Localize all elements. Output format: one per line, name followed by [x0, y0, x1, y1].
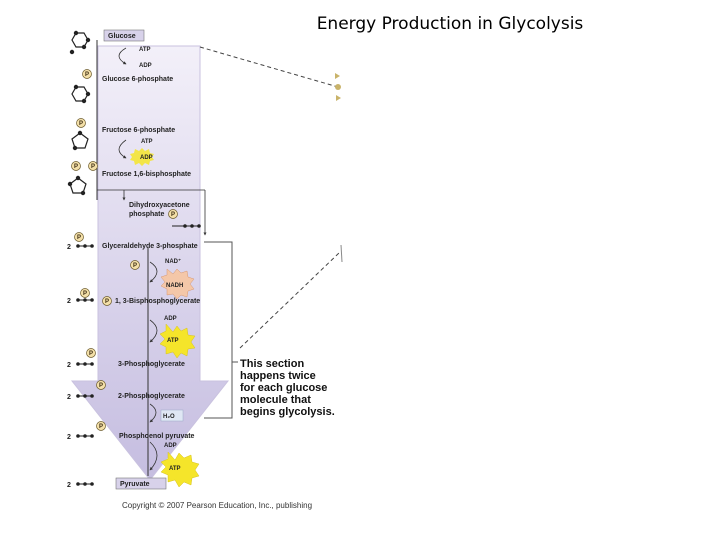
- g6p-ring-icon: [71, 84, 91, 104]
- phosphate-badge: [86, 348, 96, 358]
- atp-burst-1: [159, 323, 196, 359]
- cofactor-atp-1: ATP: [139, 47, 151, 53]
- f16bp-ring-icon: [67, 175, 87, 196]
- dashed-connector-bottom: [239, 251, 341, 349]
- step-glucose: Glucose: [108, 33, 136, 40]
- multiplier-pg2: 2: [67, 394, 71, 401]
- phosphate-label: P: [99, 424, 103, 430]
- phosphate-badge: [102, 296, 112, 306]
- phosphate-badge: [96, 421, 106, 431]
- section-note: This section happens twice for each gluc…: [240, 358, 335, 418]
- cofactor-atp-3: ATP: [167, 338, 179, 344]
- bpg-chain-icon: [76, 298, 94, 302]
- cofactor-adp-2: ADP: [140, 155, 153, 161]
- pg2-chain-icon: [76, 394, 94, 398]
- phosphate-badge: [96, 380, 106, 390]
- cofactor-h2o: H₂O: [163, 414, 175, 420]
- step-dhap-1: Dihydroxyacetone: [129, 202, 190, 209]
- multiplier-pyruvate: 2: [67, 482, 71, 489]
- copyright-text: Copyright © 2007 Pearson Education, Inc.…: [122, 501, 312, 510]
- step-pg3: 3-Phosphoglycerate: [118, 361, 185, 368]
- cofactor-nadh: NADH: [166, 283, 183, 289]
- phosphate-label: P: [79, 121, 83, 127]
- multiplier-pg3: 2: [67, 362, 71, 369]
- multiplier-g3p: 2: [67, 244, 71, 251]
- f6p-ring-icon: [71, 130, 89, 151]
- multiplier-pep: 2: [67, 434, 71, 441]
- cofactor-atp-2: ATP: [141, 139, 153, 145]
- step-f6p: Fructose 6-phosphate: [102, 127, 175, 134]
- phosphate-badges: P P P P P P P P P P P P: [71, 69, 178, 431]
- slide-title: Energy Production in Glycolysis: [316, 14, 584, 34]
- flow-arrow: [70, 45, 230, 481]
- phosphate-label: P: [85, 72, 89, 78]
- multiplier-bpg: 2: [67, 298, 71, 305]
- phosphate-badge: [168, 209, 178, 219]
- pyruvate-box: [115, 477, 167, 490]
- step-g6p: Glucose 6-phosphate: [102, 76, 173, 83]
- note-line-5: begins glycolysis.: [240, 406, 335, 418]
- phosphate-label: P: [99, 383, 103, 389]
- step-g3p: Glyceraldehyde 3-phosphate: [102, 243, 198, 250]
- phosphate-label: P: [74, 164, 78, 170]
- dhap-branch: [96, 180, 205, 191]
- phosphate-badge: [76, 118, 86, 128]
- g3p-chain-icon: [76, 244, 94, 248]
- step-pyruvate: Pyruvate: [120, 481, 150, 488]
- phosphate-label: P: [105, 299, 109, 305]
- phosphate-label: P: [171, 212, 175, 218]
- phosphate-badge: [74, 232, 84, 242]
- phosphate-badge: [80, 288, 90, 298]
- step-dhap-2: phosphate: [129, 211, 164, 218]
- cofactor-adp-3: ADP: [164, 316, 177, 322]
- cofactor-adp-1: ADP: [139, 63, 152, 69]
- note-line-1: This section: [240, 358, 304, 370]
- phosphate-label: P: [89, 351, 93, 357]
- step-f16bp: Fructose 1,6-bisphosphate: [102, 171, 191, 178]
- cofactor-atp-4: ATP: [169, 466, 181, 472]
- adp-burst-1: [130, 148, 154, 166]
- pep-chain-icon: [76, 434, 94, 438]
- dhap-chain-icon: [172, 224, 201, 228]
- glucose-box: [103, 29, 145, 42]
- dashed-connector-top: [199, 46, 339, 88]
- nadh-burst: [160, 268, 195, 300]
- step-pg2: 2-Phosphoglycerate: [118, 393, 185, 400]
- phosphate-badge: [88, 161, 98, 171]
- phosphate-badge: [71, 161, 81, 171]
- phosphate-badge: [82, 69, 92, 79]
- phosphate-label: P: [77, 235, 81, 241]
- glucose-ring-icon: [69, 30, 91, 55]
- pg3-chain-icon: [76, 362, 94, 366]
- step-bpg13: 1, 3-Bisphosphoglycerate: [115, 298, 200, 305]
- step-pep: Phosphoenol pyruvate: [119, 433, 195, 440]
- cofactor-nad: NAD⁺: [165, 258, 181, 265]
- section-bracket: [204, 241, 233, 419]
- inset-fragment: [335, 73, 343, 263]
- pyruvate-chain-icon: [76, 482, 94, 486]
- note-line-3: for each glucose: [240, 382, 327, 394]
- phosphate-label: P: [91, 164, 95, 170]
- phosphate-badge: [130, 260, 140, 270]
- phosphate-label: P: [133, 263, 137, 269]
- cofactor-adp-4: ADP: [164, 443, 177, 449]
- atp-burst-2: [160, 451, 200, 488]
- note-line-2: happens twice: [240, 370, 316, 382]
- note-line-4: molecule that: [240, 394, 311, 406]
- phosphate-label: P: [83, 291, 87, 297]
